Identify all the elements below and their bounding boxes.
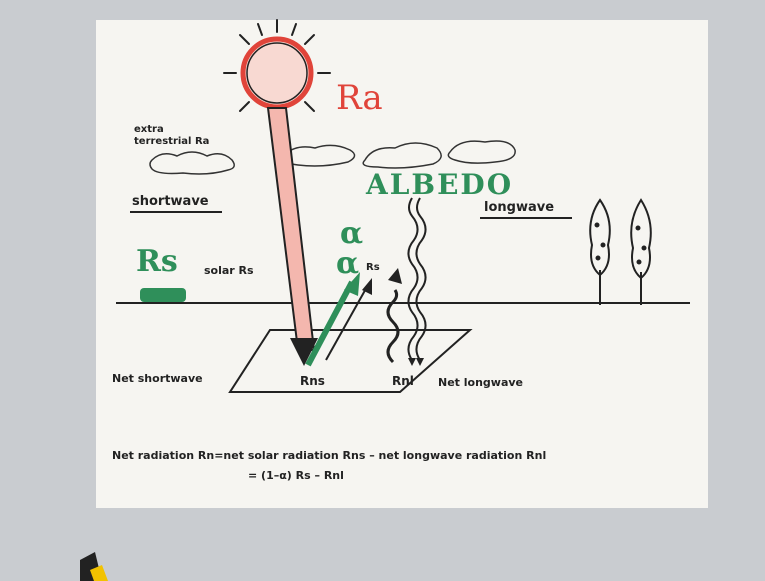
- net-radiation-equation: Net radiation Rn=net solar radiation Rns…: [112, 449, 546, 462]
- pyranometer-icon: [140, 288, 186, 302]
- longwave-radiation-arrows: [388, 198, 426, 366]
- net-radiation-equation-line2: = (1–α) Rs – Rnl: [248, 469, 344, 482]
- rns-label: Rns: [300, 374, 325, 388]
- tree-icon: [631, 200, 651, 305]
- ground-plane: [230, 330, 470, 392]
- net-shortwave-label: Net shortwave: [112, 372, 203, 385]
- albedo-label: ALBEDO: [366, 168, 513, 201]
- extraterrestrial-label-line1: extra: [134, 124, 164, 135]
- longwave-label: longwave: [484, 200, 554, 215]
- alpha-rs-symbol: α: [336, 246, 359, 281]
- rnl-label: Rnl: [392, 374, 414, 388]
- extraterrestrial-label-line2: terrestrial Ra: [134, 136, 209, 147]
- ra-label: Ra: [336, 78, 383, 118]
- cloud-right: [363, 141, 515, 168]
- sun-icon: [224, 20, 330, 111]
- net-longwave-label: Net longwave: [438, 376, 523, 389]
- cloud-middle: [284, 145, 355, 166]
- pen-tip-icon: [80, 552, 108, 581]
- solar-rs-label: solar Rs: [204, 264, 254, 277]
- rs-hand-label: Rs: [136, 244, 178, 279]
- shortwave-label: shortwave: [132, 194, 209, 209]
- cloud-left: [150, 152, 234, 174]
- alpha-rs-sub: Rs: [366, 262, 380, 273]
- tree-icon: [590, 200, 610, 305]
- reflected-radiation-arrows: [308, 272, 372, 365]
